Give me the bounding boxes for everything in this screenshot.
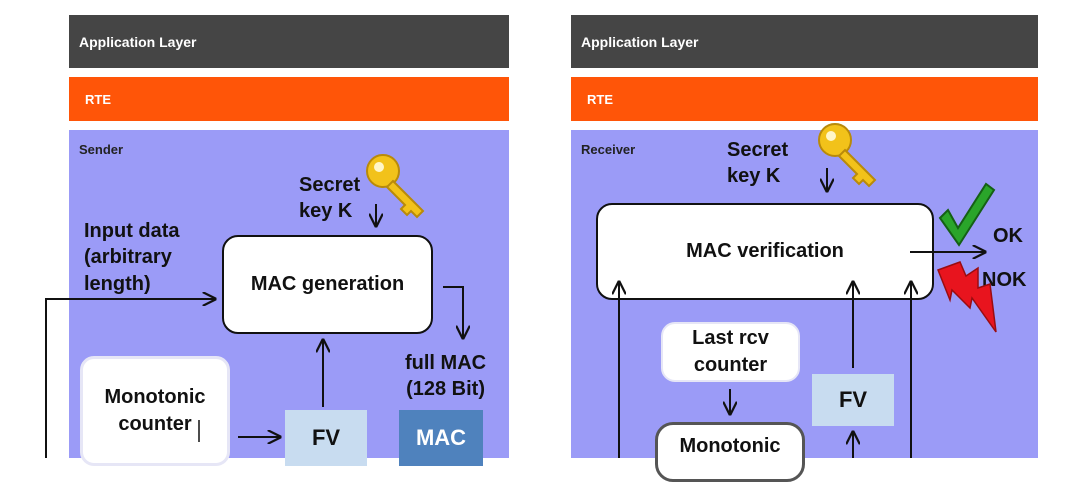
- receiver-secret-key-label: Secret key K: [727, 137, 788, 190]
- full-mac-label: full MAC (128 Bit): [405, 350, 486, 403]
- receiver-secret-line2: key K: [727, 165, 781, 188]
- sender-application-layer-label: Application Layer: [79, 33, 197, 50]
- full-mac-line2: (128 Bit): [406, 378, 485, 401]
- nok-label: NOK: [982, 269, 1027, 291]
- mac-generation-label: MAC generation: [250, 273, 405, 295]
- receiver-key-icon: [818, 123, 877, 188]
- receiver-fv-box: FV: [812, 374, 894, 426]
- last-rcv-counter-box: Last rcv counter: [661, 322, 800, 382]
- last-rcv-line1: Last rcv: [692, 327, 769, 349]
- mac-box: MAC: [399, 410, 483, 466]
- receiver-rte-bar: RTE: [571, 77, 1038, 121]
- mac-label: MAC: [415, 425, 467, 450]
- diagram-connectors: [45, 123, 997, 458]
- ok-label: OK: [993, 225, 1023, 247]
- mac-generation-output-arrow: [443, 286, 463, 338]
- mac-verification-box: MAC verification: [596, 203, 934, 300]
- sender-fv-label: FV: [311, 425, 341, 450]
- sender-counter-line2: counter: [118, 413, 192, 435]
- sender-rte-bar: RTE: [69, 77, 509, 121]
- sender-secret-line1: Secret: [299, 174, 361, 196]
- mac-generation-box: MAC generation: [222, 235, 433, 334]
- sender-monotonic-counter-box: Monotonic counter: [80, 356, 230, 466]
- receiver-counter-line1: Monotonic: [679, 435, 781, 457]
- full-mac-line1: full MAC: [405, 352, 487, 374]
- receiver-fv-label: FV: [838, 387, 868, 412]
- sender-secret-key-label: Secret key K: [299, 172, 360, 225]
- last-rcv-line2: counter: [693, 354, 768, 376]
- receiver-application-layer-label: Application Layer: [581, 33, 699, 50]
- sender-counter-line1: Monotonic: [104, 386, 206, 408]
- sender-input-line1: Input data: [84, 220, 180, 242]
- sender-key-icon: [366, 154, 425, 219]
- receiver-rte-label: RTE: [587, 91, 613, 107]
- sender-input-data-label: Input data (arbitrary length): [84, 218, 180, 297]
- sender-fv-box: FV: [285, 410, 367, 466]
- input-data-arrow: [45, 299, 215, 458]
- sender-panel-label: Sender: [79, 142, 124, 157]
- sender-rte-label: RTE: [85, 91, 111, 107]
- mac-verification-label: MAC verification: [686, 240, 844, 262]
- lightning-icon: [937, 261, 997, 333]
- receiver-application-layer-bar: Application Layer: [571, 15, 1038, 68]
- check-icon: [938, 182, 996, 247]
- receiver-panel-label: Receiver: [581, 142, 636, 157]
- receiver-secret-line1: Secret: [727, 139, 789, 161]
- sender-input-line2: (arbitrary: [84, 246, 172, 269]
- sender-input-line3: length): [84, 272, 151, 295]
- sender-secret-line2: key K: [299, 200, 353, 223]
- sender-application-layer-bar: Application Layer: [69, 15, 509, 68]
